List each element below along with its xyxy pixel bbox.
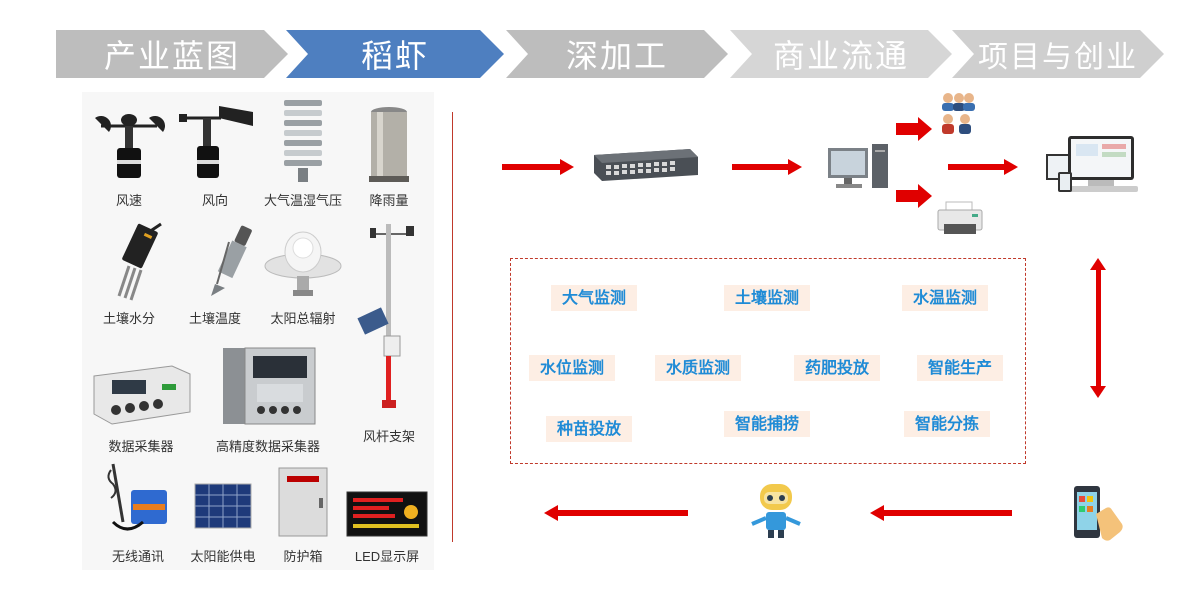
device-soil-moisture: 土壤水分 bbox=[84, 222, 174, 327]
nav-step-commerce[interactable]: 商业流通 bbox=[730, 30, 952, 78]
wireless-module-icon bbox=[88, 460, 188, 540]
function-tag[interactable]: 土壤监测 bbox=[724, 285, 811, 311]
arrow-to-switch bbox=[502, 159, 574, 175]
arrow-to-devices bbox=[948, 159, 1018, 175]
multi-device-icon bbox=[1044, 134, 1140, 200]
nav-step-industry-blueprint[interactable]: 产业蓝图 bbox=[56, 30, 288, 78]
function-tag[interactable]: 水质监测 bbox=[655, 355, 742, 381]
arrow-to-printer bbox=[896, 184, 932, 208]
device-data-logger: 数据采集器 bbox=[90, 350, 192, 455]
weather-mast-icon bbox=[344, 220, 434, 420]
wind-vane-icon bbox=[170, 104, 260, 184]
device-wireless: 无线通讯 bbox=[88, 460, 188, 565]
rain-gauge-icon bbox=[344, 104, 434, 184]
arrow-to-robot bbox=[870, 505, 1012, 521]
arrow-to-output bbox=[544, 505, 688, 521]
device-solar-power: 太阳能供电 bbox=[178, 460, 268, 565]
robot-icon bbox=[746, 482, 806, 546]
function-tag[interactable]: 大气监测 bbox=[551, 285, 638, 311]
function-tag[interactable]: 水位监测 bbox=[529, 355, 616, 381]
smartphone-touch-icon bbox=[1070, 484, 1126, 546]
function-tag[interactable]: 智能分拣 bbox=[904, 411, 991, 437]
printer-icon bbox=[936, 200, 984, 244]
device-precision-logger: 高精度数据采集器 bbox=[208, 344, 328, 455]
device-panel: 风速 风向 bbox=[82, 92, 434, 570]
arrow-to-computer bbox=[732, 159, 802, 175]
desktop-computer-icon bbox=[826, 142, 892, 196]
smart-function-box: 大气监测 土壤监测 水温监测 水位监测 水质监测 药肥投放 智能生产 种苗投放 … bbox=[510, 258, 1026, 464]
soil-moisture-probe-icon bbox=[84, 222, 174, 302]
protective-box-icon bbox=[258, 460, 348, 540]
users-icon bbox=[938, 92, 976, 140]
soil-temperature-probe-icon bbox=[170, 222, 260, 302]
device-anemometer: 风速 bbox=[84, 104, 174, 209]
network-switch-icon bbox=[590, 145, 700, 189]
data-logger-icon bbox=[90, 350, 192, 430]
function-tag[interactable]: 药肥投放 bbox=[794, 355, 881, 381]
device-led-display: LED显示屏 bbox=[342, 460, 432, 565]
process-nav: 产业蓝图 稻虾 深加工 商业流通 项目与创业 bbox=[56, 30, 1166, 78]
device-wind-vane: 风向 bbox=[170, 104, 260, 209]
pyranometer-icon bbox=[258, 222, 348, 302]
arrow-to-users bbox=[896, 117, 932, 141]
device-protective-box: 防护箱 bbox=[258, 460, 348, 565]
device-weather-mast: 风杆支架 bbox=[344, 220, 434, 445]
solar-panel-icon bbox=[178, 460, 268, 540]
section-divider bbox=[452, 112, 453, 542]
precision-logger-icon bbox=[208, 344, 328, 430]
function-tag[interactable]: 智能捕捞 bbox=[724, 411, 811, 437]
function-tag[interactable]: 智能生产 bbox=[917, 355, 1004, 381]
function-tag[interactable]: 种苗投放 bbox=[546, 416, 633, 442]
function-tag[interactable]: 水温监测 bbox=[902, 285, 989, 311]
led-display-icon bbox=[342, 460, 432, 540]
arrow-bidirectional bbox=[1090, 258, 1106, 398]
nav-step-project-startup[interactable]: 项目与创业 bbox=[952, 30, 1164, 78]
device-air-sensor: 大气温湿气压 bbox=[258, 100, 348, 209]
device-rain-gauge: 降雨量 bbox=[344, 104, 434, 209]
device-soil-temperature: 土壤温度 bbox=[170, 222, 260, 327]
louvered-shield-icon bbox=[258, 100, 348, 184]
nav-step-rice-shrimp[interactable]: 稻虾 bbox=[286, 30, 504, 78]
anemometer-icon bbox=[84, 104, 174, 184]
nav-step-deep-processing[interactable]: 深加工 bbox=[506, 30, 728, 78]
device-pyranometer: 太阳总辐射 bbox=[258, 222, 348, 327]
